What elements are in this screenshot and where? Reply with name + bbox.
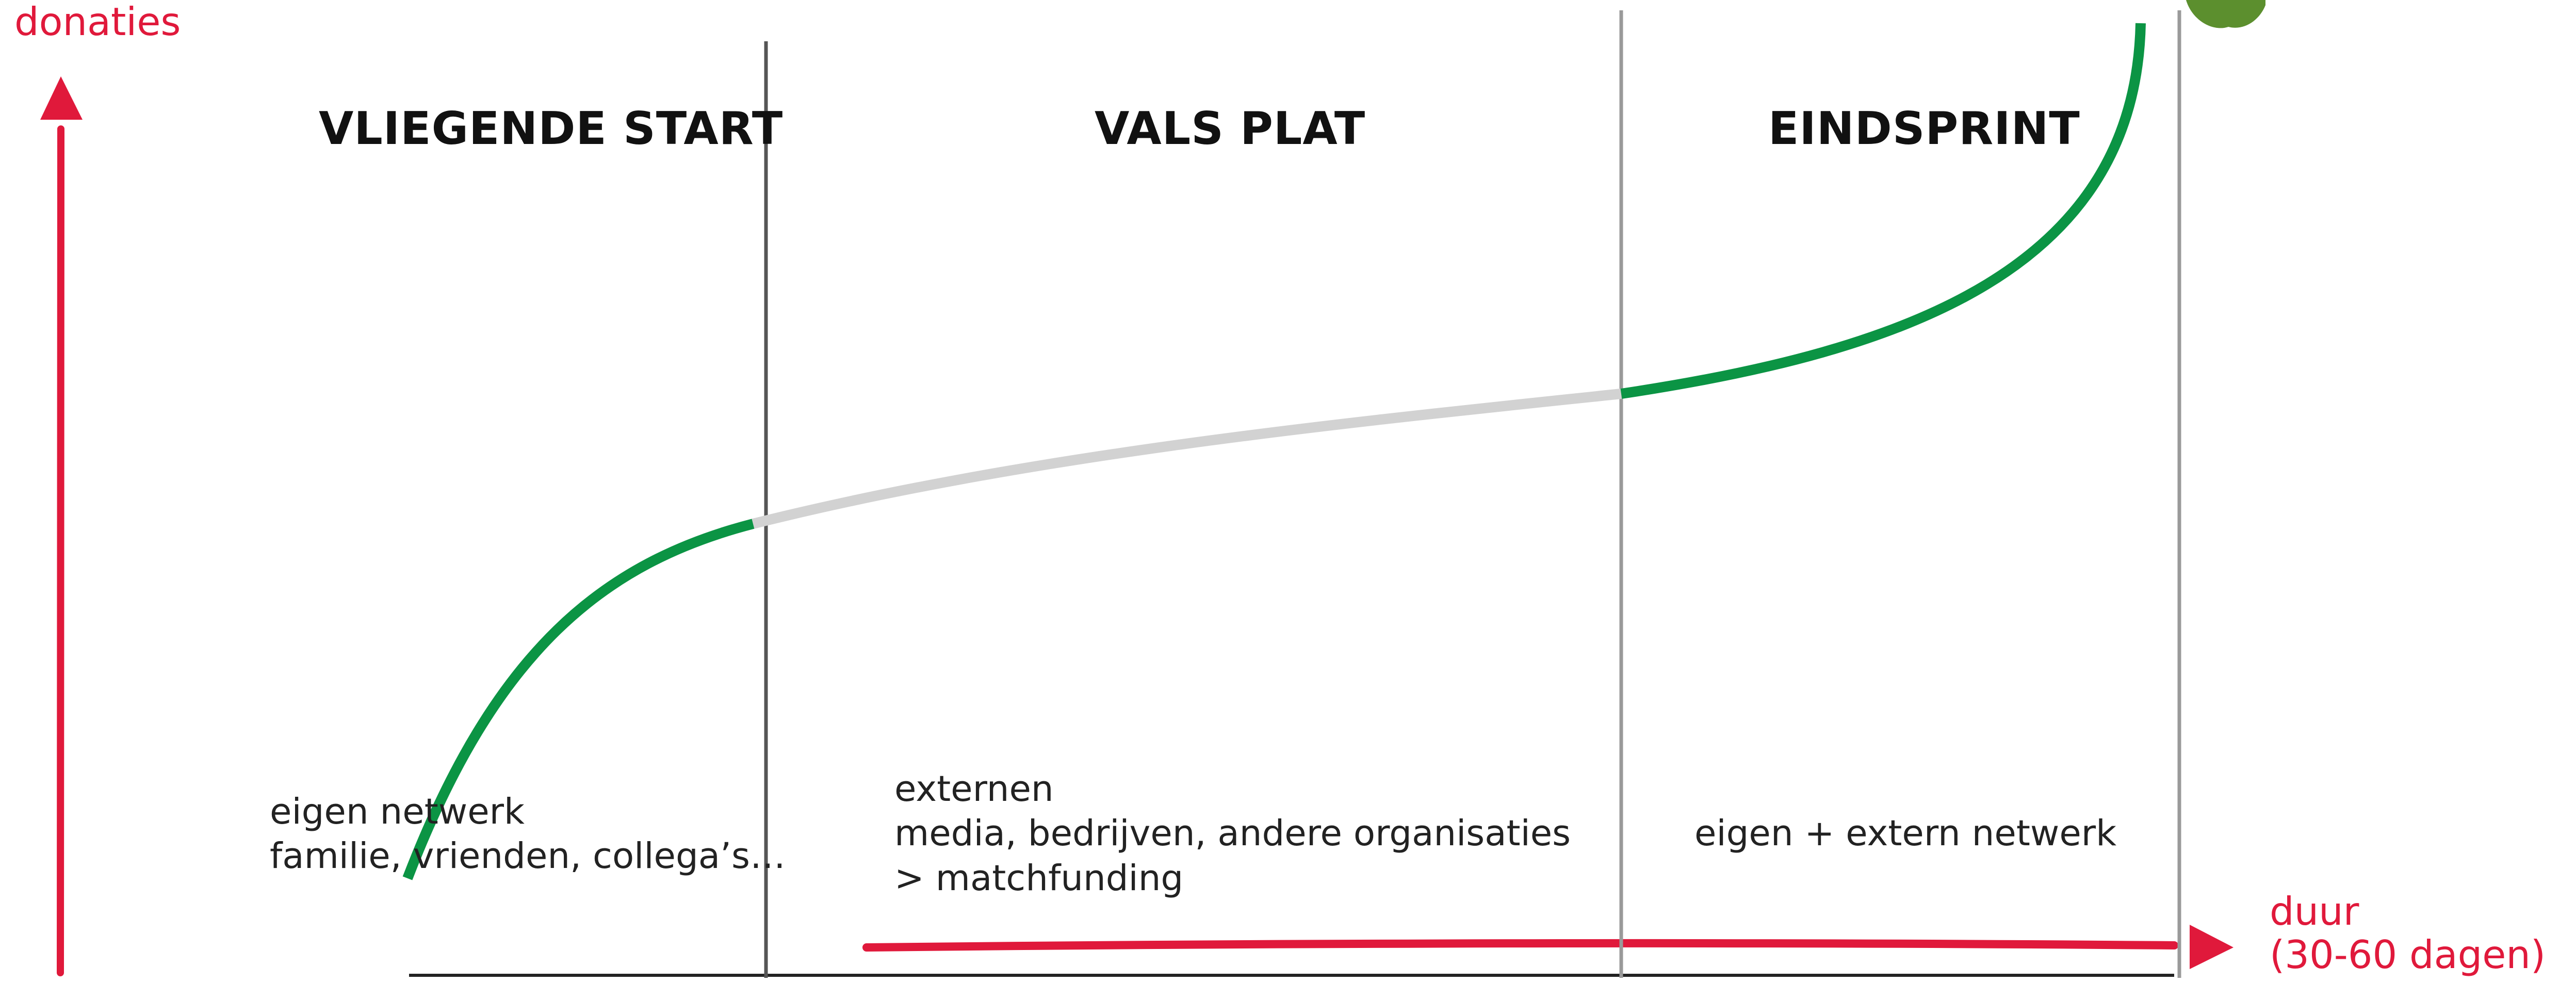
y-axis-line [57, 125, 65, 976]
phase-notes-vals-plat: externen media, bedrijven, andere organi… [894, 767, 1571, 900]
duration-arrowhead [2190, 925, 2233, 969]
duration-bar [862, 939, 2178, 952]
note-line: eigen + extern netwerk [1694, 813, 2117, 854]
x-axis-label-line1: duur [2270, 889, 2359, 934]
curve-segment-vliegende-start [402, 519, 755, 880]
note-line: externen [894, 768, 1054, 810]
phase-notes-vliegende-start: eigen netwerk familie, vrienden, collega… [270, 790, 786, 879]
note-line: eigen netwerk [270, 791, 525, 832]
curve-segment-eindsprint [1620, 23, 2146, 399]
x-axis-label-line2: (30-60 dagen) [2270, 932, 2546, 977]
phase-title-eindsprint: EINDSPRINT [1768, 102, 2080, 155]
note-line: > matchfunding [894, 857, 1184, 899]
curve-segment-vals-plat [752, 389, 1622, 529]
x-axis-label: duur (30-60 dagen) [2270, 890, 2546, 976]
phase-title-vliegende-start: VLIEGENDE START [319, 102, 784, 155]
note-line: media, bedrijven, andere organisaties [894, 813, 1571, 855]
phase-notes-eindsprint: eigen + extern netwerk [1694, 811, 2116, 856]
note-line: familie, vrienden, collega’s… [270, 835, 786, 877]
leaf-decoration-icon [2186, 0, 2265, 28]
y-axis-arrowhead [40, 76, 83, 120]
y-axis-label: donaties [14, 0, 181, 44]
phase-title-vals-plat: VALS PLAT [1095, 102, 1366, 155]
